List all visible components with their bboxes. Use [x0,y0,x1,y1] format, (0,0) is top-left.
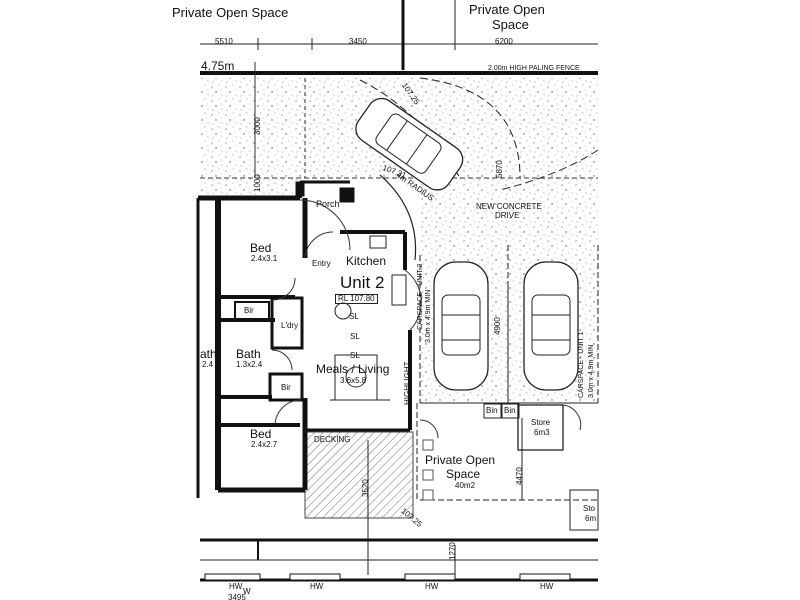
pos-right-title-2: Space [492,17,529,32]
carspace2-label-1: CARSPACE - UNIT 2 [417,263,424,330]
store-right-size: 6m [585,514,597,523]
store-size: 6m3 [534,428,550,437]
bed2-size: 2.4x2.7 [251,440,278,449]
sl-2: SL [350,332,360,341]
drive-label-2: DRIVE [495,211,520,220]
entry-label: Entry [312,259,331,268]
dim-3520: 3520 [361,479,370,497]
dim-5870: 5870 [495,160,504,178]
bin-2-label: Bin [504,406,516,415]
fence-label: 2.00m HIGH PALING FENCE [488,65,580,72]
kitchen-label: Kitchen [346,254,387,268]
pos-left-title: Private Open Space [172,5,289,20]
dim-4900: 4900 [493,317,502,335]
unit-rl: RL 107.80 [335,294,378,304]
sl-1: SL [349,312,359,321]
hw-3: HW [425,582,439,591]
bed2-label: Bed [250,427,272,441]
dim-bottom: 3495 [228,593,246,600]
decking-area [304,431,414,519]
carspace2-label-2: 3.0m x 4.9m MIN [425,289,432,343]
store-box [517,404,564,451]
carspace1-label-2: 3.0m x 4.9m MIN [588,344,595,398]
meals-living-label: Meals / Living [316,362,390,376]
drive-label-1: NEW CONCRETE [476,202,542,211]
car-unit-1 [523,261,579,391]
bed1-label: Bed [250,241,272,255]
bir2-label: Bir [281,383,291,392]
bed1-size: 2.4x3.1 [251,254,278,263]
building-walls [196,180,412,498]
w-label: W [243,587,251,596]
bin-2 [501,403,520,419]
dim-4-75m: 4.75m [201,59,235,73]
bath-size: 1.3x2.4 [236,360,263,369]
hw-1: HW [229,582,243,591]
sl-3: SL [350,351,360,360]
car-turning-outline [355,97,464,191]
porch-label: Porch [316,199,340,209]
bin-1-label: Bin [486,406,498,415]
dim-3000: 3000 [253,117,262,135]
bath-left-label: ath [200,347,217,361]
meals-living-size: 3.6x5.8 [340,376,367,385]
bath-label: Bath [236,347,261,361]
highlight-label: HIGHLIGHT [403,361,412,405]
hw-4: HW [540,582,554,591]
pos-area: 40m2 [455,481,476,490]
hw-2: HW [310,582,324,591]
car-unit-2 [433,261,489,391]
dim-4470: 4470 [515,467,524,485]
bin-1 [483,403,502,419]
carspace1-label-1: CARSPACE - UNIT 1 [578,331,585,398]
laundry-label: L'dry [281,321,299,330]
store-right-label: Sto [583,504,596,513]
pos-right-title-1: Private Open [469,2,545,17]
dim-1000: 1000 [253,174,262,192]
decking-label: DECKING [314,435,351,444]
dim-1270: 1270 [448,542,457,560]
dim-5510: 5510 [215,37,233,46]
unit-name: Unit 2 [340,273,385,292]
dim-6200: 6200 [495,37,513,46]
landscape-area-left [200,178,300,200]
dim-3450: 3450 [349,37,367,46]
bir1-label: Bir [244,306,254,315]
pos-main-title-1: Private Open [425,453,496,467]
bath-left-size: 2.4 [202,360,214,369]
pos-main-title-2: Space [446,467,481,481]
store-label: Store [531,418,551,427]
